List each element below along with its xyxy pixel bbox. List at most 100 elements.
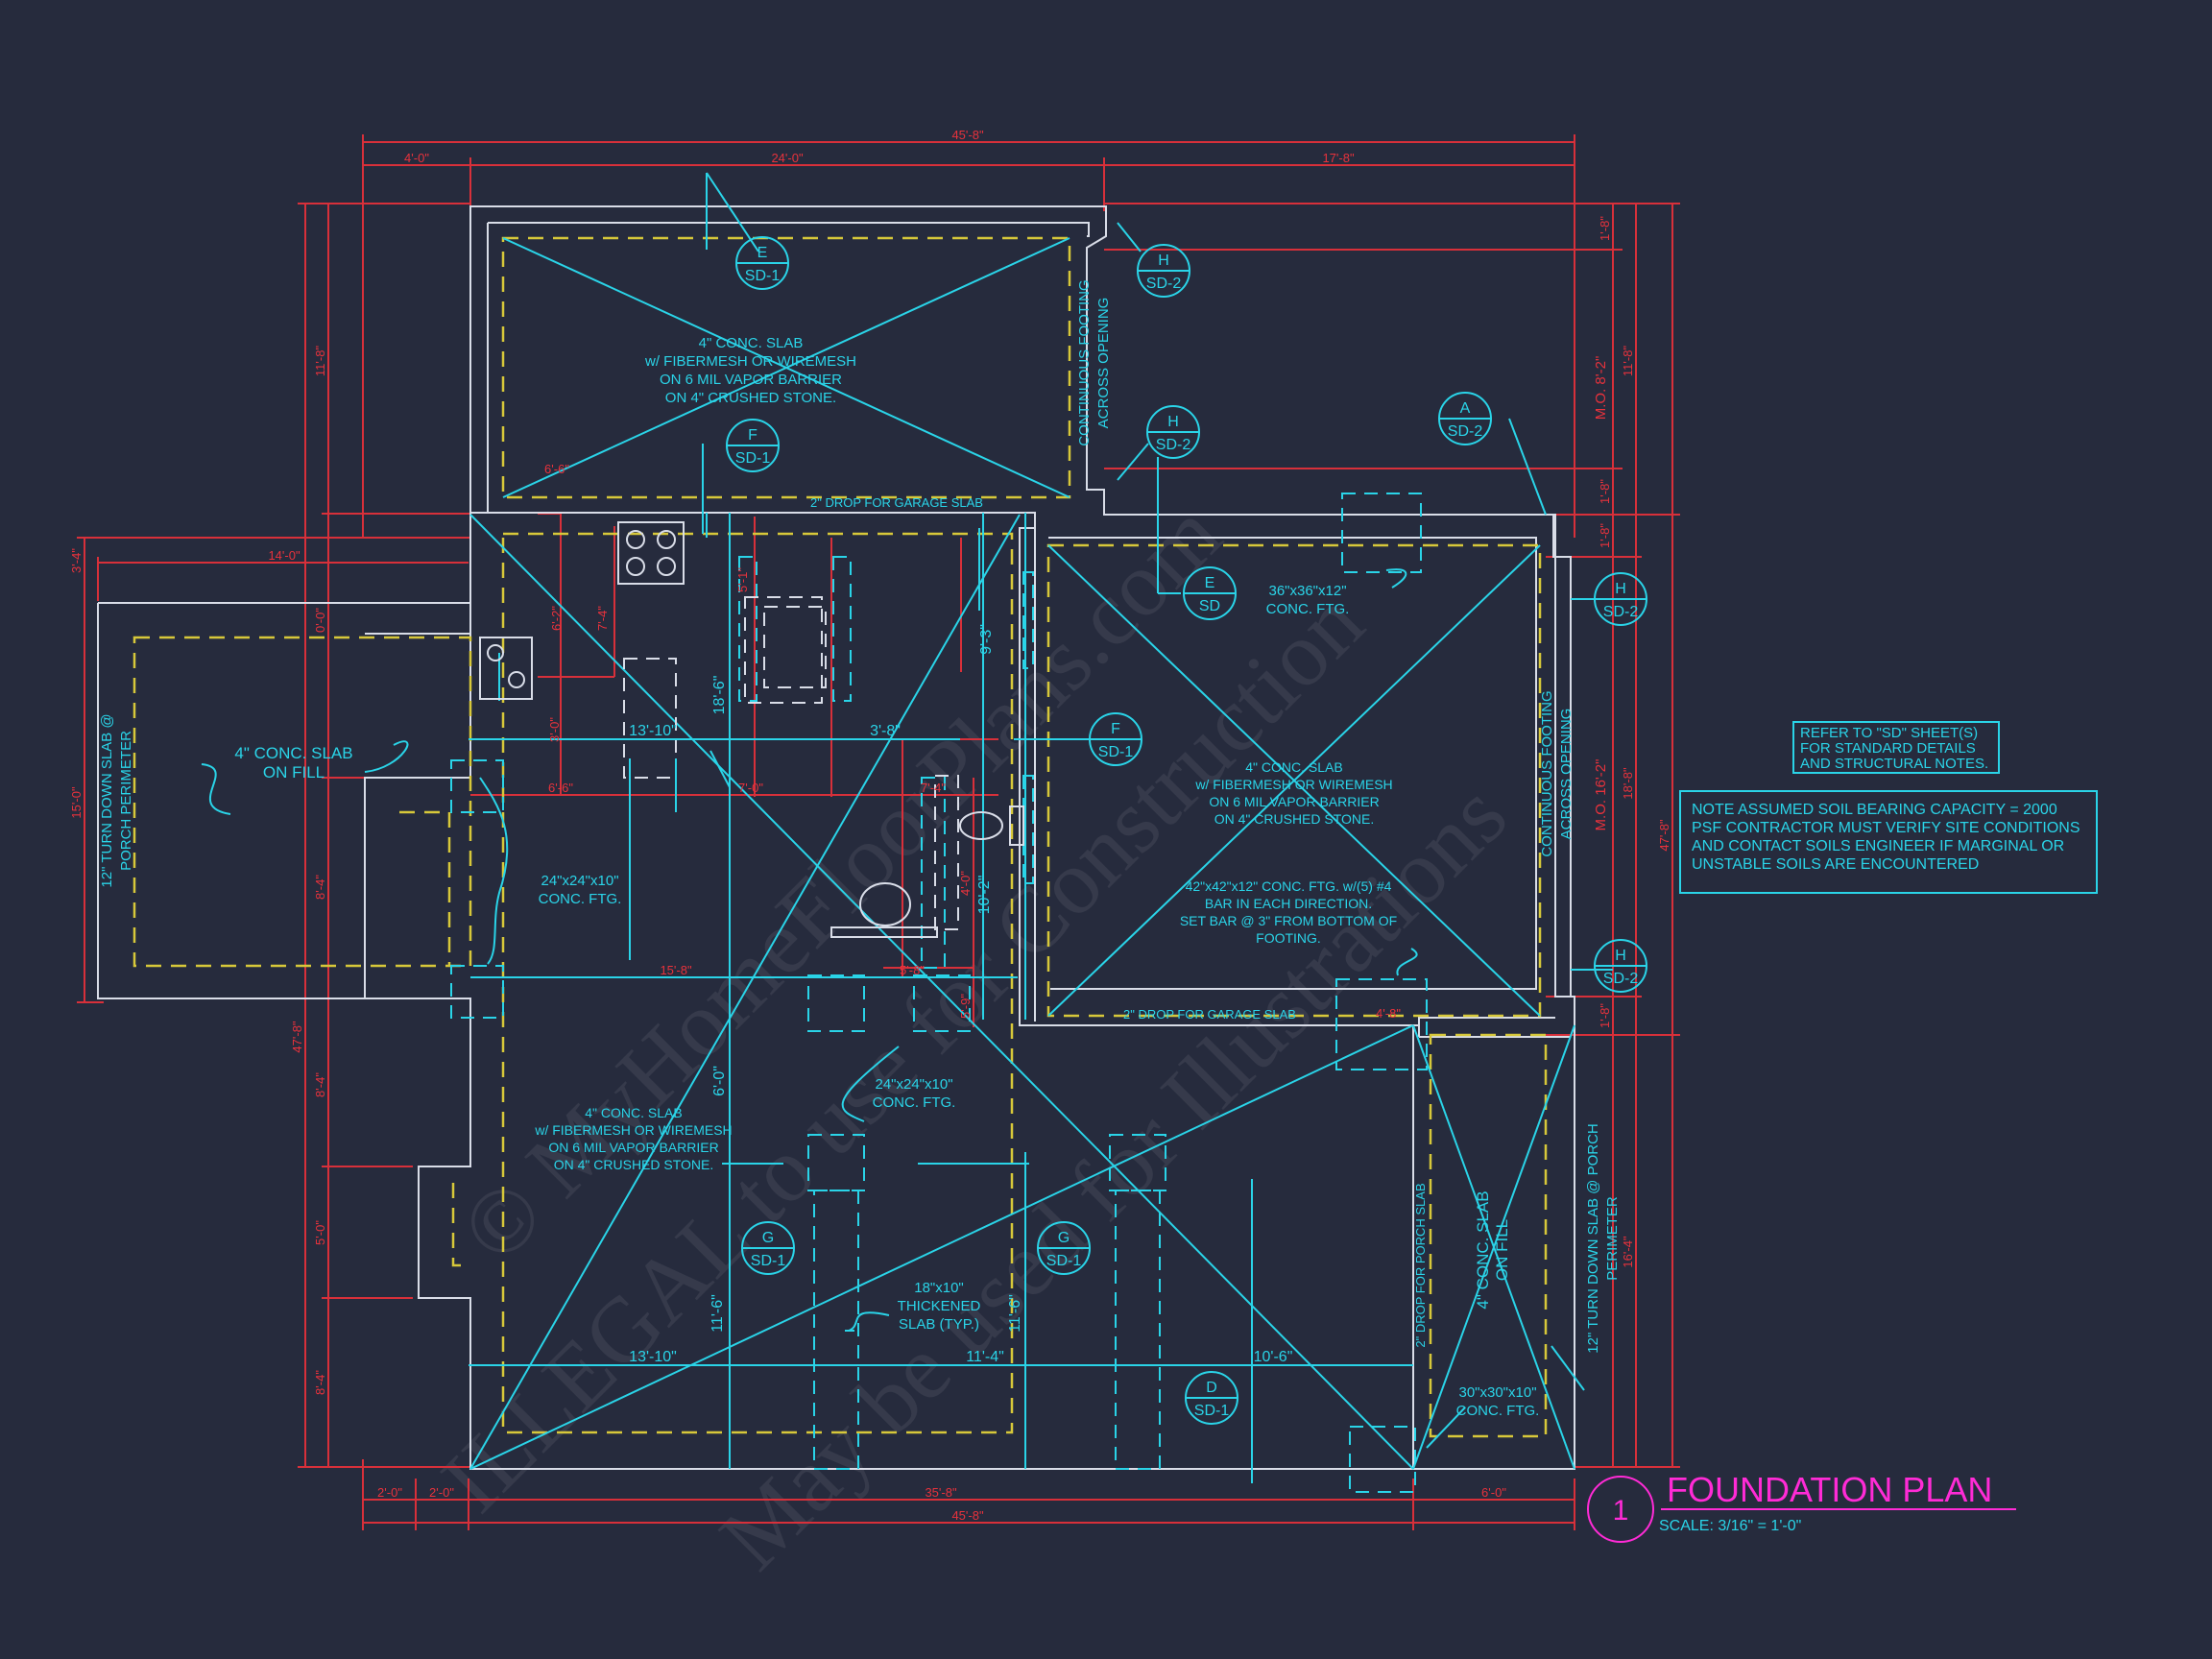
callout-label: F xyxy=(1111,721,1120,737)
annotations: 4" CONC. SLAB w/ FIBERMESH OR WIREMESH O… xyxy=(99,279,1621,1419)
dim-inner-10-2: 10'-2" xyxy=(976,876,993,915)
drop-note-bottom: 2" DROP FOR GARAGE SLAB xyxy=(1123,1007,1296,1022)
refer-note: REFER TO "SD" SHEET(S) FOR STANDARD DETA… xyxy=(1792,721,2000,774)
dim-inner-4-8: 4'-8" xyxy=(1376,1006,1401,1021)
svg-text:ON 4" CRUSHED STONE.: ON 4" CRUSHED STONE. xyxy=(665,390,836,406)
continuous-footing-right: CONTINUOUS FOOTING ACROSS OPENING xyxy=(1539,690,1575,856)
svg-text:ACROSS OPENING: ACROSS OPENING xyxy=(1095,298,1112,429)
dim-inner-10-6: 10'-6" xyxy=(1254,1349,1293,1365)
callout-sheet: SD-1 xyxy=(745,268,781,284)
dim-inner-11-6b: 11'-6" xyxy=(1007,1294,1023,1333)
left-fill-slab-note: 4" CONC. SLAB ON FILL xyxy=(234,744,352,781)
callout-sheet: SD-1 xyxy=(735,450,771,467)
callout-sheet: SD-2 xyxy=(1603,971,1639,987)
right-slab-note: 4" CONC. SLAB w/ FIBERMESH OR WIREMESH O… xyxy=(1194,759,1392,827)
callout-label: E xyxy=(757,245,768,261)
drawing-name: FOUNDATION PLAN xyxy=(1667,1470,1992,1509)
callout-d-sd1: D SD-1 xyxy=(1185,1371,1238,1425)
dim-inner-4-0: 4'-0" xyxy=(958,871,973,896)
turn-down-left: 12" TURN DOWN SLAB @ PORCH PERIMETER xyxy=(99,713,134,887)
svg-text:ON 6 MIL VAPOR BARRIER: ON 6 MIL VAPOR BARRIER xyxy=(660,372,842,388)
dim-top-1: 4'-0" xyxy=(404,151,429,165)
dim-overall-top: 45'-8" xyxy=(951,128,984,142)
dim-inner-3-0: 3'-0" xyxy=(547,717,562,742)
svg-text:CONC. FTG.: CONC. FTG. xyxy=(873,1094,956,1111)
dim-right-2: 18'-8" xyxy=(1621,767,1635,800)
svg-text:SET BAR @ 3" FROM BOTTOM OF: SET BAR @ 3" FROM BOTTOM OF xyxy=(1180,913,1397,928)
dim-top-3: 17'-8" xyxy=(1322,151,1355,165)
dim-right-mo2: M.O. 16'-2" xyxy=(1593,759,1609,831)
callout-label: G xyxy=(1058,1230,1070,1246)
callout-label: E xyxy=(1205,575,1215,591)
svg-text:ON 4" CRUSHED STONE.: ON 4" CRUSHED STONE. xyxy=(1214,811,1375,827)
svg-text:THICKENED: THICKENED xyxy=(898,1298,981,1314)
callout-label: A xyxy=(1460,400,1471,417)
callout-label: G xyxy=(762,1230,774,1246)
svg-text:24"x24"x10": 24"x24"x10" xyxy=(875,1076,952,1093)
dim-left-4: 8'-4" xyxy=(313,1072,327,1097)
footing-24a-note: 24"x24"x10" CONC. FTG. xyxy=(539,873,622,907)
callout-sheet: SD-2 xyxy=(1146,276,1182,292)
svg-text:FOR STANDARD DETAILS: FOR STANDARD DETAILS xyxy=(1800,740,1976,757)
svg-text:w/ FIBERMESH OR WIREMESH: w/ FIBERMESH OR WIREMESH xyxy=(1194,777,1392,792)
svg-text:36"x36"x12": 36"x36"x12" xyxy=(1268,583,1346,599)
svg-text:PERIMETER: PERIMETER xyxy=(1604,1196,1621,1281)
svg-text:CONC. FTG.: CONC. FTG. xyxy=(539,891,622,907)
callout-f-sd1-mid: F SD-1 xyxy=(1089,712,1142,766)
dim-right-mo1: M.O. 8'-2" xyxy=(1593,356,1609,421)
svg-text:30"x30"x10": 30"x30"x10" xyxy=(1458,1384,1536,1401)
svg-text:ON FILL: ON FILL xyxy=(1493,1219,1511,1281)
continuous-footing-left: CONTINUOUS FOOTING ACROSS OPENING xyxy=(1076,279,1112,445)
porch-drop-note: 2" DROP FOR PORCH SLAB xyxy=(1413,1183,1428,1347)
svg-text:4" CONC. SLAB: 4" CONC. SLAB xyxy=(1245,759,1342,775)
dim-inner-5-1: 5'-1" xyxy=(735,567,750,592)
dim-left-porch-top: 3'-4" xyxy=(69,548,84,573)
svg-text:ON 6 MIL VAPOR BARRIER: ON 6 MIL VAPOR BARRIER xyxy=(548,1140,718,1155)
dim-inner-6-6b: 6'-6" xyxy=(548,781,573,795)
callout-label: H xyxy=(1615,581,1626,597)
dim-bottom-sub: 35'-8" xyxy=(925,1485,957,1500)
callout-sheet: SD-2 xyxy=(1156,437,1191,453)
callout-f-sd1-top: F SD-1 xyxy=(726,419,780,472)
dim-right-1: 11'-8" xyxy=(1621,346,1635,377)
dim-left-1: 11'-8" xyxy=(313,346,327,377)
soil-note: NOTE ASSUMED SOIL BEARING CAPACITY = 200… xyxy=(1679,790,2098,894)
footing-42-note: 42"x42"x12" CONC. FTG. w/(5) #4 BAR IN E… xyxy=(1180,878,1397,946)
svg-text:ON 4" CRUSHED STONE.: ON 4" CRUSHED STONE. xyxy=(554,1157,714,1172)
dim-right-small4: 1'-8" xyxy=(1598,1003,1612,1028)
dim-inner-6-6a: 6'-6" xyxy=(544,462,569,476)
dim-left-porch-height: 15'-0" xyxy=(69,786,84,819)
dim-left-3: 8'-4" xyxy=(313,875,327,900)
callout-h-sd2-b: H SD-2 xyxy=(1146,405,1200,459)
callout-sheet: SD-2 xyxy=(1603,604,1639,620)
svg-text:24"x24"x10": 24"x24"x10" xyxy=(541,873,618,889)
callout-label: H xyxy=(1615,948,1626,964)
dim-bottom-2: 2'-0" xyxy=(429,1485,454,1500)
callout-e-sd1-top: E SD-1 xyxy=(735,236,789,290)
svg-text:CONTINUOUS FOOTING: CONTINUOUS FOOTING xyxy=(1539,690,1555,856)
svg-text:4" CONC. SLAB: 4" CONC. SLAB xyxy=(585,1105,682,1120)
svg-text:AND STRUCTURAL NOTES.: AND STRUCTURAL NOTES. xyxy=(1800,756,1988,772)
dim-inner-5-8: 5'-8" xyxy=(900,963,925,977)
dim-top-2: 24'-0" xyxy=(771,151,804,165)
svg-text:NOTE ASSUMED SOIL BEARING CAPA: NOTE ASSUMED SOIL BEARING CAPACITY = 200… xyxy=(1692,802,2057,818)
svg-text:12" TURN DOWN SLAB @ PORCH: 12" TURN DOWN SLAB @ PORCH xyxy=(1585,1123,1601,1353)
dim-inner-7-4: 7'-4" xyxy=(595,606,610,631)
footing-36-note: 36"x36"x12" CONC. FTG. xyxy=(1266,583,1350,617)
dim-right-small2: 1'-8" xyxy=(1598,479,1612,504)
dim-overall-bottom: 45'-8" xyxy=(951,1508,984,1523)
callout-bubbles: E SD-1 F SD-1 H SD-2 H SD-2 A SD-2 E SD … xyxy=(726,236,1647,1425)
svg-text:w/ FIBERMESH OR WIREMESH: w/ FIBERMESH OR WIREMESH xyxy=(534,1122,732,1138)
dim-inner-7-0: 7'-0" xyxy=(738,781,763,795)
callout-sheet: SD-1 xyxy=(751,1253,786,1269)
callout-sheet: SD-2 xyxy=(1448,423,1483,440)
callout-g-sd1-left: G SD-1 xyxy=(741,1221,795,1275)
thickened-slab-note: 18"x10" THICKENED SLAB (TYP.) xyxy=(898,1280,981,1333)
svg-text:REFER TO "SD" SHEET(S): REFER TO "SD" SHEET(S) xyxy=(1800,725,1978,741)
detail-lines xyxy=(201,172,1613,1483)
dim-inner-11-6a: 11'-6" xyxy=(709,1294,726,1333)
fixtures xyxy=(479,521,1024,938)
drop-note-top: 2" DROP FOR GARAGE SLAB xyxy=(810,495,983,510)
svg-text:PSF CONTRACTOR MUST VERIFY SIT: PSF CONTRACTOR MUST VERIFY SITE CONDITIO… xyxy=(1692,820,2080,836)
svg-text:FOOTING.: FOOTING. xyxy=(1256,930,1321,946)
